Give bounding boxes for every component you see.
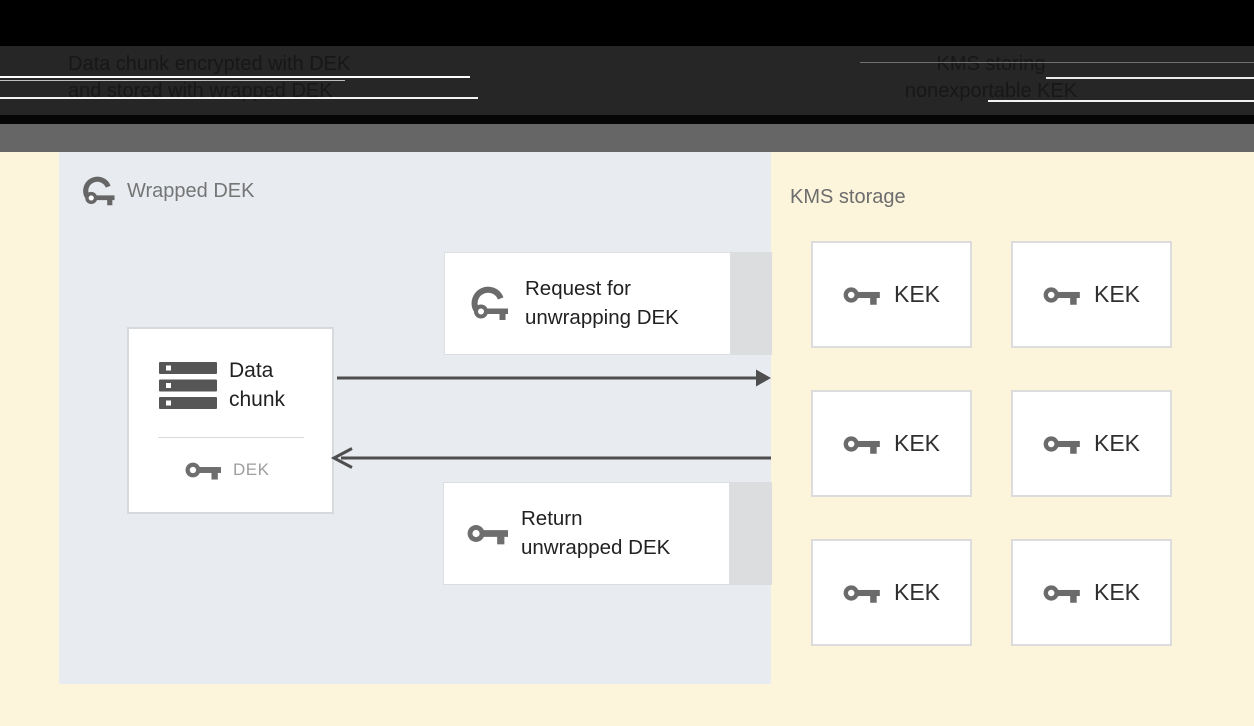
kek-label: KEK <box>893 281 941 307</box>
kek-box: KEK <box>1011 241 1172 348</box>
data-chunk-row: Data chunk <box>159 356 285 414</box>
kek-box: KEK <box>811 390 972 497</box>
wrapped-key-icon <box>80 176 118 207</box>
kek-box: KEK <box>1011 539 1172 646</box>
request-box-text-line1: Request for <box>525 277 631 300</box>
dek-label: DEK <box>233 460 270 479</box>
kek-label: KEK <box>1093 281 1141 307</box>
key-icon <box>185 457 221 483</box>
data-chunk-box: Data chunk DEK <box>127 327 334 514</box>
kek-label: KEK <box>1093 579 1141 605</box>
kek-box: KEK <box>811 539 972 646</box>
key-icon <box>843 431 880 457</box>
request-unwrap-dek-box: Request for unwrapping DEK <box>444 252 772 355</box>
header-right-caption-line1: KMS storing <box>936 53 1046 75</box>
kms-storage-label: KMS storage <box>790 186 906 208</box>
wrapped-dek-panel-label-text: Wrapped DEK <box>127 180 255 202</box>
return-box-gray-extension <box>730 482 772 585</box>
kek-label: KEK <box>1093 430 1141 456</box>
key-icon <box>1043 580 1080 606</box>
header-left-caption: Data chunk encrypted with DEK and stored… <box>68 51 350 105</box>
key-icon <box>843 580 880 606</box>
storage-stack-icon <box>159 362 217 409</box>
kek-label: KEK <box>893 579 941 605</box>
return-box-text: Return unwrapped DEK <box>521 505 670 562</box>
request-box-text-line2: unwrapping DEK <box>525 305 679 329</box>
header-right-caption-line2: nonexportable KEK <box>904 80 1078 102</box>
data-chunk-divider <box>158 437 304 438</box>
return-box-text-line2: unwrapped DEK <box>521 535 671 559</box>
return-unwrapped-dek-box: Return unwrapped DEK <box>443 482 772 585</box>
kek-grid: KEK KEK KEK KEK KEK KEK <box>811 241 1172 646</box>
header-black-area <box>0 0 1254 46</box>
data-chunk-title-line2: chunk <box>229 388 286 411</box>
kek-label: KEK <box>893 430 941 456</box>
header-right-caption: KMS storing nonexportable KEK <box>861 51 1121 105</box>
key-icon <box>1043 282 1080 308</box>
request-box-text: Request for unwrapping DEK <box>525 275 679 332</box>
key-icon <box>843 282 880 308</box>
wrapped-key-icon <box>468 286 512 322</box>
return-box-text-line1: Return <box>521 507 583 530</box>
request-box-gray-extension <box>731 252 772 355</box>
key-icon <box>1043 431 1080 457</box>
data-chunk-title: Data chunk <box>229 356 285 414</box>
header-gray-bar <box>0 124 1254 152</box>
data-chunk-title-line1: Data <box>229 359 274 382</box>
header-black-strip <box>0 115 1254 124</box>
wrapped-dek-panel-label: Wrapped DEK <box>80 176 254 207</box>
kek-box: KEK <box>1011 390 1172 497</box>
header-left-caption-line2: and stored with wrapped DEK <box>68 80 333 102</box>
kek-box: KEK <box>811 241 972 348</box>
header-left-caption-line1: Data chunk encrypted with DEK <box>68 53 351 75</box>
key-icon <box>467 519 508 548</box>
dek-row: DEK <box>185 457 269 483</box>
